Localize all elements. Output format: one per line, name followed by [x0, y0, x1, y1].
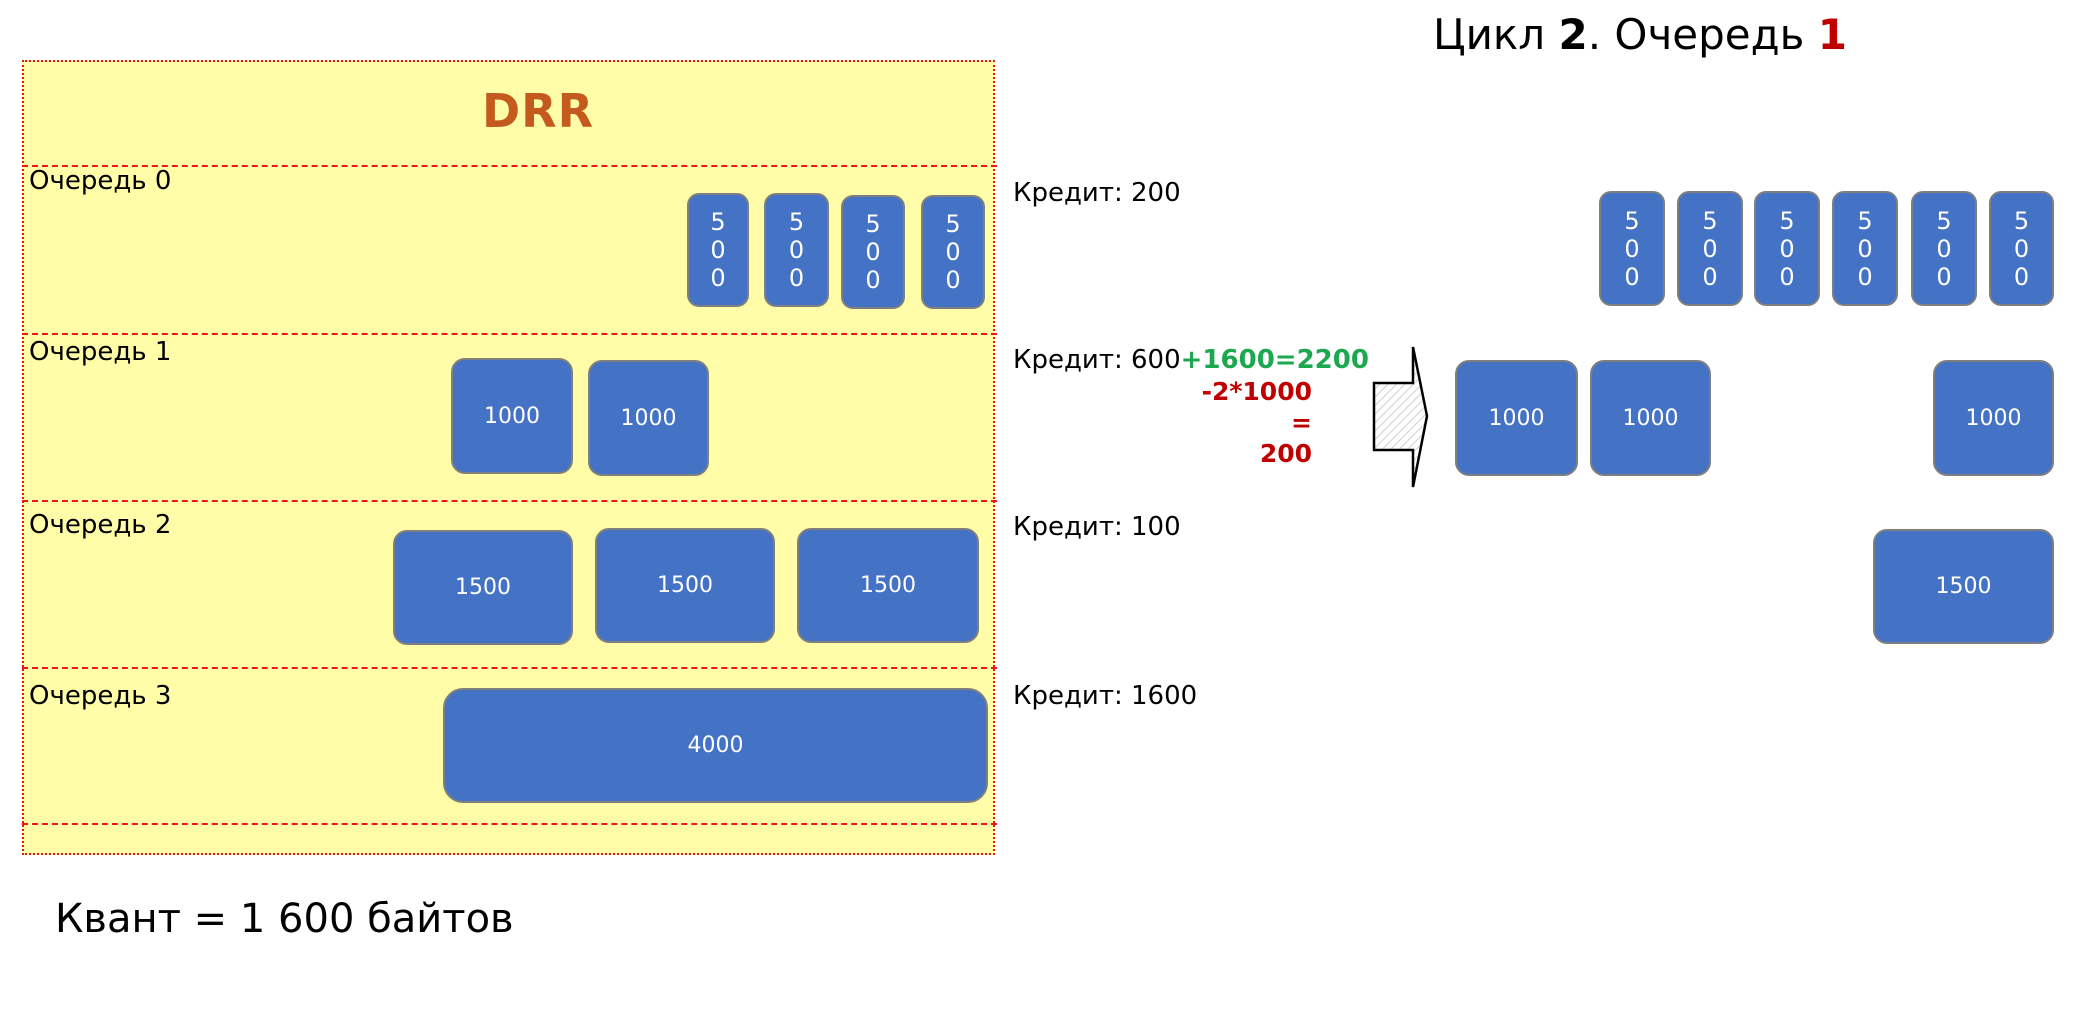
output-packet-500: 500	[1754, 191, 1820, 306]
credit-q1-result: 200	[1259, 439, 1312, 468]
output-packet-500: 500	[1989, 191, 2054, 306]
credit-q1-equals: =	[1291, 408, 1312, 437]
queue-divider	[22, 823, 997, 825]
queue-divider	[22, 165, 997, 167]
credit-q0: Кредит: 200	[1013, 178, 1181, 208]
packet-size: 1000	[1965, 405, 2022, 431]
credit-q3: Кредит: 1600	[1013, 681, 1198, 711]
output-packet-500: 500	[1911, 191, 1977, 306]
packet-size: 500	[945, 210, 961, 294]
title-middle: . Очередь	[1587, 10, 1818, 59]
packet-q2: 1500	[797, 528, 979, 643]
packet-size: 500	[1702, 206, 1718, 291]
output-packet-500: 500	[1599, 191, 1665, 306]
packet-q0: 500	[921, 195, 985, 309]
packet-q0: 500	[841, 195, 905, 309]
packet-q0: 500	[687, 193, 749, 307]
packet-size: 1000	[1622, 405, 1679, 431]
quantum-label: Квант = 1 600 байтов	[55, 896, 514, 942]
packet-size: 1500	[455, 575, 511, 600]
packet-size: 500	[865, 210, 881, 294]
packet-size: 500	[1624, 206, 1640, 291]
queue-3-label: Очередь 3	[29, 681, 172, 711]
title-queue-number: 1	[1817, 10, 1847, 59]
queue-0-label: Очередь 0	[29, 166, 172, 196]
drr-heading: DRR	[481, 84, 595, 138]
packet-size: 500	[1936, 206, 1952, 291]
queue-divider	[22, 667, 997, 669]
title-cycle-number: 2	[1558, 10, 1588, 59]
packet-size: 1500	[657, 573, 713, 598]
packet-size: 1500	[860, 573, 916, 598]
credit-q1-add: +1600=2200	[1180, 345, 1369, 375]
packet-size: 1000	[620, 405, 677, 431]
output-packet-1000: 1000	[1455, 360, 1578, 476]
queue-2-label: Очередь 2	[29, 510, 172, 540]
packet-size: 1000	[484, 403, 540, 429]
queue-divider	[22, 333, 997, 335]
credit-q2: Кредит: 100	[1013, 512, 1181, 542]
packet-size: 500	[1857, 206, 1873, 291]
packet-size: 500	[710, 208, 726, 292]
packet-q2: 1500	[393, 530, 573, 645]
packet-size: 500	[788, 208, 805, 292]
credit-q1-subtract: -2*1000	[1201, 377, 1312, 406]
output-packet-500: 500	[1832, 191, 1898, 306]
packet-size: 4000	[687, 733, 744, 758]
packet-q1: 1000	[588, 360, 709, 476]
credit-q1-base: Кредит: 600	[1013, 345, 1181, 375]
packet-q0: 500	[764, 193, 829, 307]
right-arrow-icon	[1372, 346, 1429, 488]
output-packet-1000: 1000	[1590, 360, 1711, 476]
packet-size: 1500	[1935, 574, 1992, 599]
packet-size: 500	[2013, 206, 2030, 291]
packet-size: 500	[1779, 206, 1795, 291]
queue-1-label: Очередь 1	[29, 337, 172, 367]
packet-q3: 4000	[443, 688, 988, 803]
packet-q2: 1500	[595, 528, 775, 643]
output-packet-1500: 1500	[1873, 529, 2054, 644]
slide-title: Цикл 2. Очередь 1	[1433, 10, 1847, 59]
packet-q1: 1000	[451, 358, 573, 474]
packet-size: 1000	[1488, 405, 1545, 431]
output-packet-500: 500	[1677, 191, 1743, 306]
output-packet-1000: 1000	[1933, 360, 2054, 476]
title-prefix: Цикл	[1433, 10, 1559, 59]
credit-q1: Кредит: 600+1600=2200	[1013, 345, 1369, 375]
queue-divider	[22, 500, 997, 502]
